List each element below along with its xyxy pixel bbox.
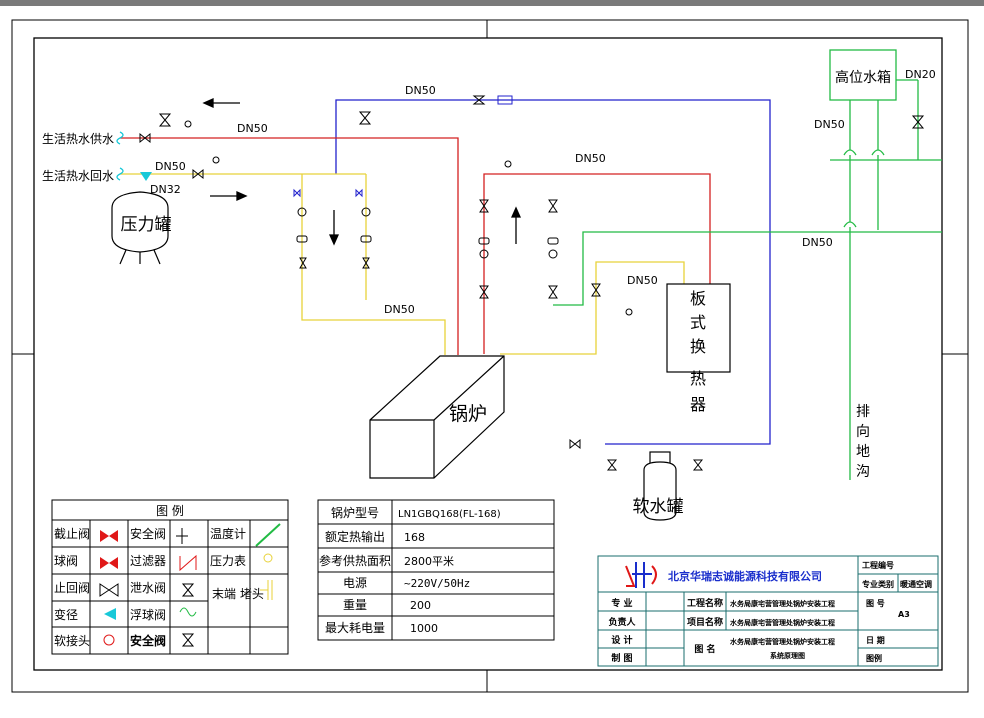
tb-sheet-label: 图例 — [866, 653, 882, 663]
svg-text:沟: 沟 — [856, 464, 870, 480]
spec-label: 最大耗电量 — [325, 621, 385, 635]
valve-icons — [139, 95, 704, 471]
legend-drain-valve: 泄水阀 — [130, 581, 166, 595]
legend-symbols — [99, 523, 281, 647]
cold-water-pipe — [335, 99, 771, 445]
tb-project-value: 水务局康宅营管理处锅炉安装工程 — [730, 599, 835, 608]
spec-table — [317, 499, 555, 641]
spec-label: 参考供热面积 — [319, 553, 391, 568]
dn50-supply-label: DN50 — [237, 122, 268, 135]
dn50-return-label: DN50 — [155, 160, 186, 173]
dn50-mid-label: DN50 — [802, 236, 833, 249]
spec-value: ~220V/50Hz — [404, 577, 470, 590]
dn50-yellow-label: DN50 — [627, 274, 658, 287]
hot-return-label: 生活热水回水 — [42, 169, 114, 183]
tb-drawing-value-2: 系统原理图 — [770, 651, 805, 660]
tb-drawing-label: 图 名 — [694, 643, 715, 655]
soft-joint-icon — [116, 131, 124, 145]
spec-value: 168 — [404, 531, 425, 544]
boiler-label: 锅炉 — [449, 403, 487, 425]
window-top-bar — [0, 0, 984, 6]
tb-drafter: 制 图 — [611, 652, 632, 664]
legend-safety-valve: 安全阀 — [130, 526, 166, 541]
svg-text:板: 板 — [690, 289, 706, 308]
tb-drawing-no-label: 图 号 — [866, 599, 885, 608]
tb-drawing-no-value: A3 — [898, 610, 910, 619]
legend-thermometer: 温度计 — [210, 526, 246, 541]
legend-ball-valve: 球阀 — [54, 554, 78, 568]
soft-joint-icon — [116, 167, 124, 181]
hot-supply-pipe — [120, 137, 711, 355]
tb-discipline-label: 专业类别 — [862, 579, 894, 589]
legend-stop-valve: 截止阀 — [54, 527, 90, 541]
legend-soft-joint: 软接头 — [54, 633, 90, 648]
dn50-green-label: DN50 — [814, 118, 845, 131]
legend-title: 图 例 — [156, 504, 184, 518]
svg-text:排: 排 — [856, 404, 870, 420]
drain-label: 排 向 地 沟 — [856, 404, 870, 480]
title-block — [597, 555, 939, 667]
tb-designer: 设 计 — [611, 634, 632, 646]
pressure-tank-label: 压力罐 — [121, 215, 172, 235]
flow-arrows — [202, 97, 522, 246]
svg-text:式: 式 — [690, 313, 706, 332]
svg-text:热: 热 — [690, 369, 706, 388]
tb-item-value: 水务局康宅营管理处锅炉安装工程 — [730, 618, 835, 627]
tb-item-label: 项目名称 — [687, 616, 723, 628]
tb-discipline-value: 暖通空调 — [900, 579, 932, 589]
tank-valve-icon — [911, 115, 925, 129]
tb-date-label: 日 期 — [866, 635, 885, 645]
legend-reducer: 变径 — [54, 607, 78, 622]
drawing-frame — [11, 19, 969, 693]
hx-label: 板 式 换 热 器 — [690, 289, 706, 414]
spec-label: 电源 — [343, 576, 367, 590]
svg-text:地: 地 — [856, 444, 870, 460]
svg-text:向: 向 — [856, 424, 870, 440]
spec-value: 200 — [410, 599, 431, 612]
dn20-label: DN20 — [905, 68, 936, 81]
spec-value: 1000 — [410, 622, 438, 635]
dn32-label: DN32 — [150, 183, 181, 196]
legend-check-valve: 止回阀 — [54, 581, 90, 595]
legend-safety-valve-2: 安全阀 — [130, 633, 166, 648]
spec-label: 重量 — [343, 598, 367, 612]
company-logo — [625, 562, 657, 588]
pump-icons — [184, 120, 633, 316]
svg-text:换: 换 — [690, 337, 706, 356]
return-pipe — [120, 173, 685, 355]
softener-tank — [643, 451, 677, 521]
spec-value: LN1GBQ168(FL-168) — [398, 509, 501, 520]
high-water-tank — [829, 49, 897, 101]
green-pipe — [553, 79, 942, 480]
pressure-tank — [111, 191, 169, 265]
tb-lead: 负责人 — [608, 616, 636, 628]
spec-value: 2800平米 — [404, 555, 454, 568]
spec-label: 锅炉型号 — [331, 505, 379, 520]
reducer-icon — [140, 172, 152, 181]
tb-project-no-label: 工程编号 — [862, 560, 894, 570]
legend-table — [51, 499, 289, 655]
company-name: 北京华瑞志诚能源科技有限公司 — [668, 569, 822, 583]
softener-tank-label: 软水罐 — [633, 497, 684, 517]
legend-filter: 过滤器 — [130, 554, 166, 568]
hot-supply-label: 生活热水供水 — [42, 132, 114, 146]
legend-float-valve: 浮球阀 — [130, 608, 166, 622]
high-tank-label: 高位水箱 — [835, 69, 891, 86]
plate-heat-exchanger — [666, 283, 731, 373]
tb-discipline: 专 业 — [611, 597, 632, 609]
tb-project-label: 工程名称 — [687, 597, 723, 609]
boiler — [369, 355, 505, 479]
dn50-top-label: DN50 — [405, 84, 436, 97]
dn50-tank-label: DN50 — [384, 303, 415, 316]
dn50-hx-label: DN50 — [575, 152, 606, 165]
legend-pressure-gauge: 压力表 — [210, 554, 246, 568]
spec-label: 额定热输出 — [325, 529, 385, 544]
tb-drawing-value: 水务局康宅营管理处锅炉安装工程 — [730, 637, 835, 646]
legend-end-plug: 末端 堵头 — [212, 587, 264, 601]
svg-text:器: 器 — [690, 395, 706, 414]
